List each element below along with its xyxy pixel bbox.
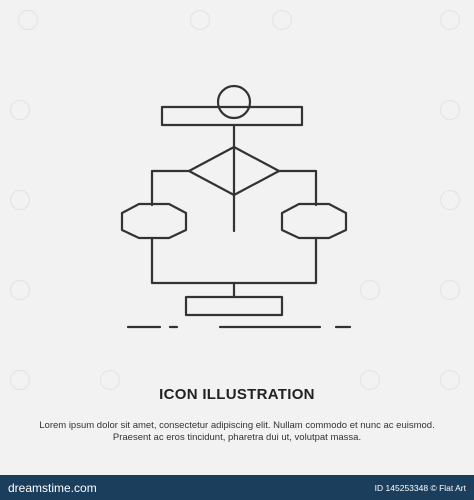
connector-line (150, 169, 191, 207)
watermark-icon (18, 10, 38, 30)
watermark-icon (360, 370, 380, 390)
connector-line (277, 169, 318, 207)
start-circle-shape (216, 84, 252, 120)
illustration-title: ICON ILLUSTRATION (159, 386, 315, 403)
watermark-icon (440, 10, 460, 30)
watermark-icon (10, 100, 30, 120)
process-rect-top-shape (160, 105, 304, 127)
watermark-icon (440, 100, 460, 120)
hexagon-left-shape (120, 202, 188, 240)
watermark-icon (440, 190, 460, 210)
hexagon-right-shape (280, 202, 348, 240)
watermark-icon (272, 10, 292, 30)
process-rect-bottom-shape (184, 295, 284, 317)
connector-line (150, 236, 318, 285)
watermark-icon (190, 10, 210, 30)
illustration-description: Lorem ipsum dolor sit amet, consectetur … (39, 420, 435, 443)
watermark-icon (10, 190, 30, 210)
watermark-icon (360, 280, 380, 300)
image-id-label: ID 145253348 © Flat Art (374, 483, 466, 493)
watermark-icon (440, 280, 460, 300)
watermark-icon (10, 280, 30, 300)
footer-bar: dreamstime.com ID 145253348 © Flat Art (0, 475, 474, 500)
watermark-icon (440, 370, 460, 390)
brand-logo: dreamstime.com (8, 481, 97, 495)
watermark-icon (100, 370, 120, 390)
watermark-icon (10, 370, 30, 390)
